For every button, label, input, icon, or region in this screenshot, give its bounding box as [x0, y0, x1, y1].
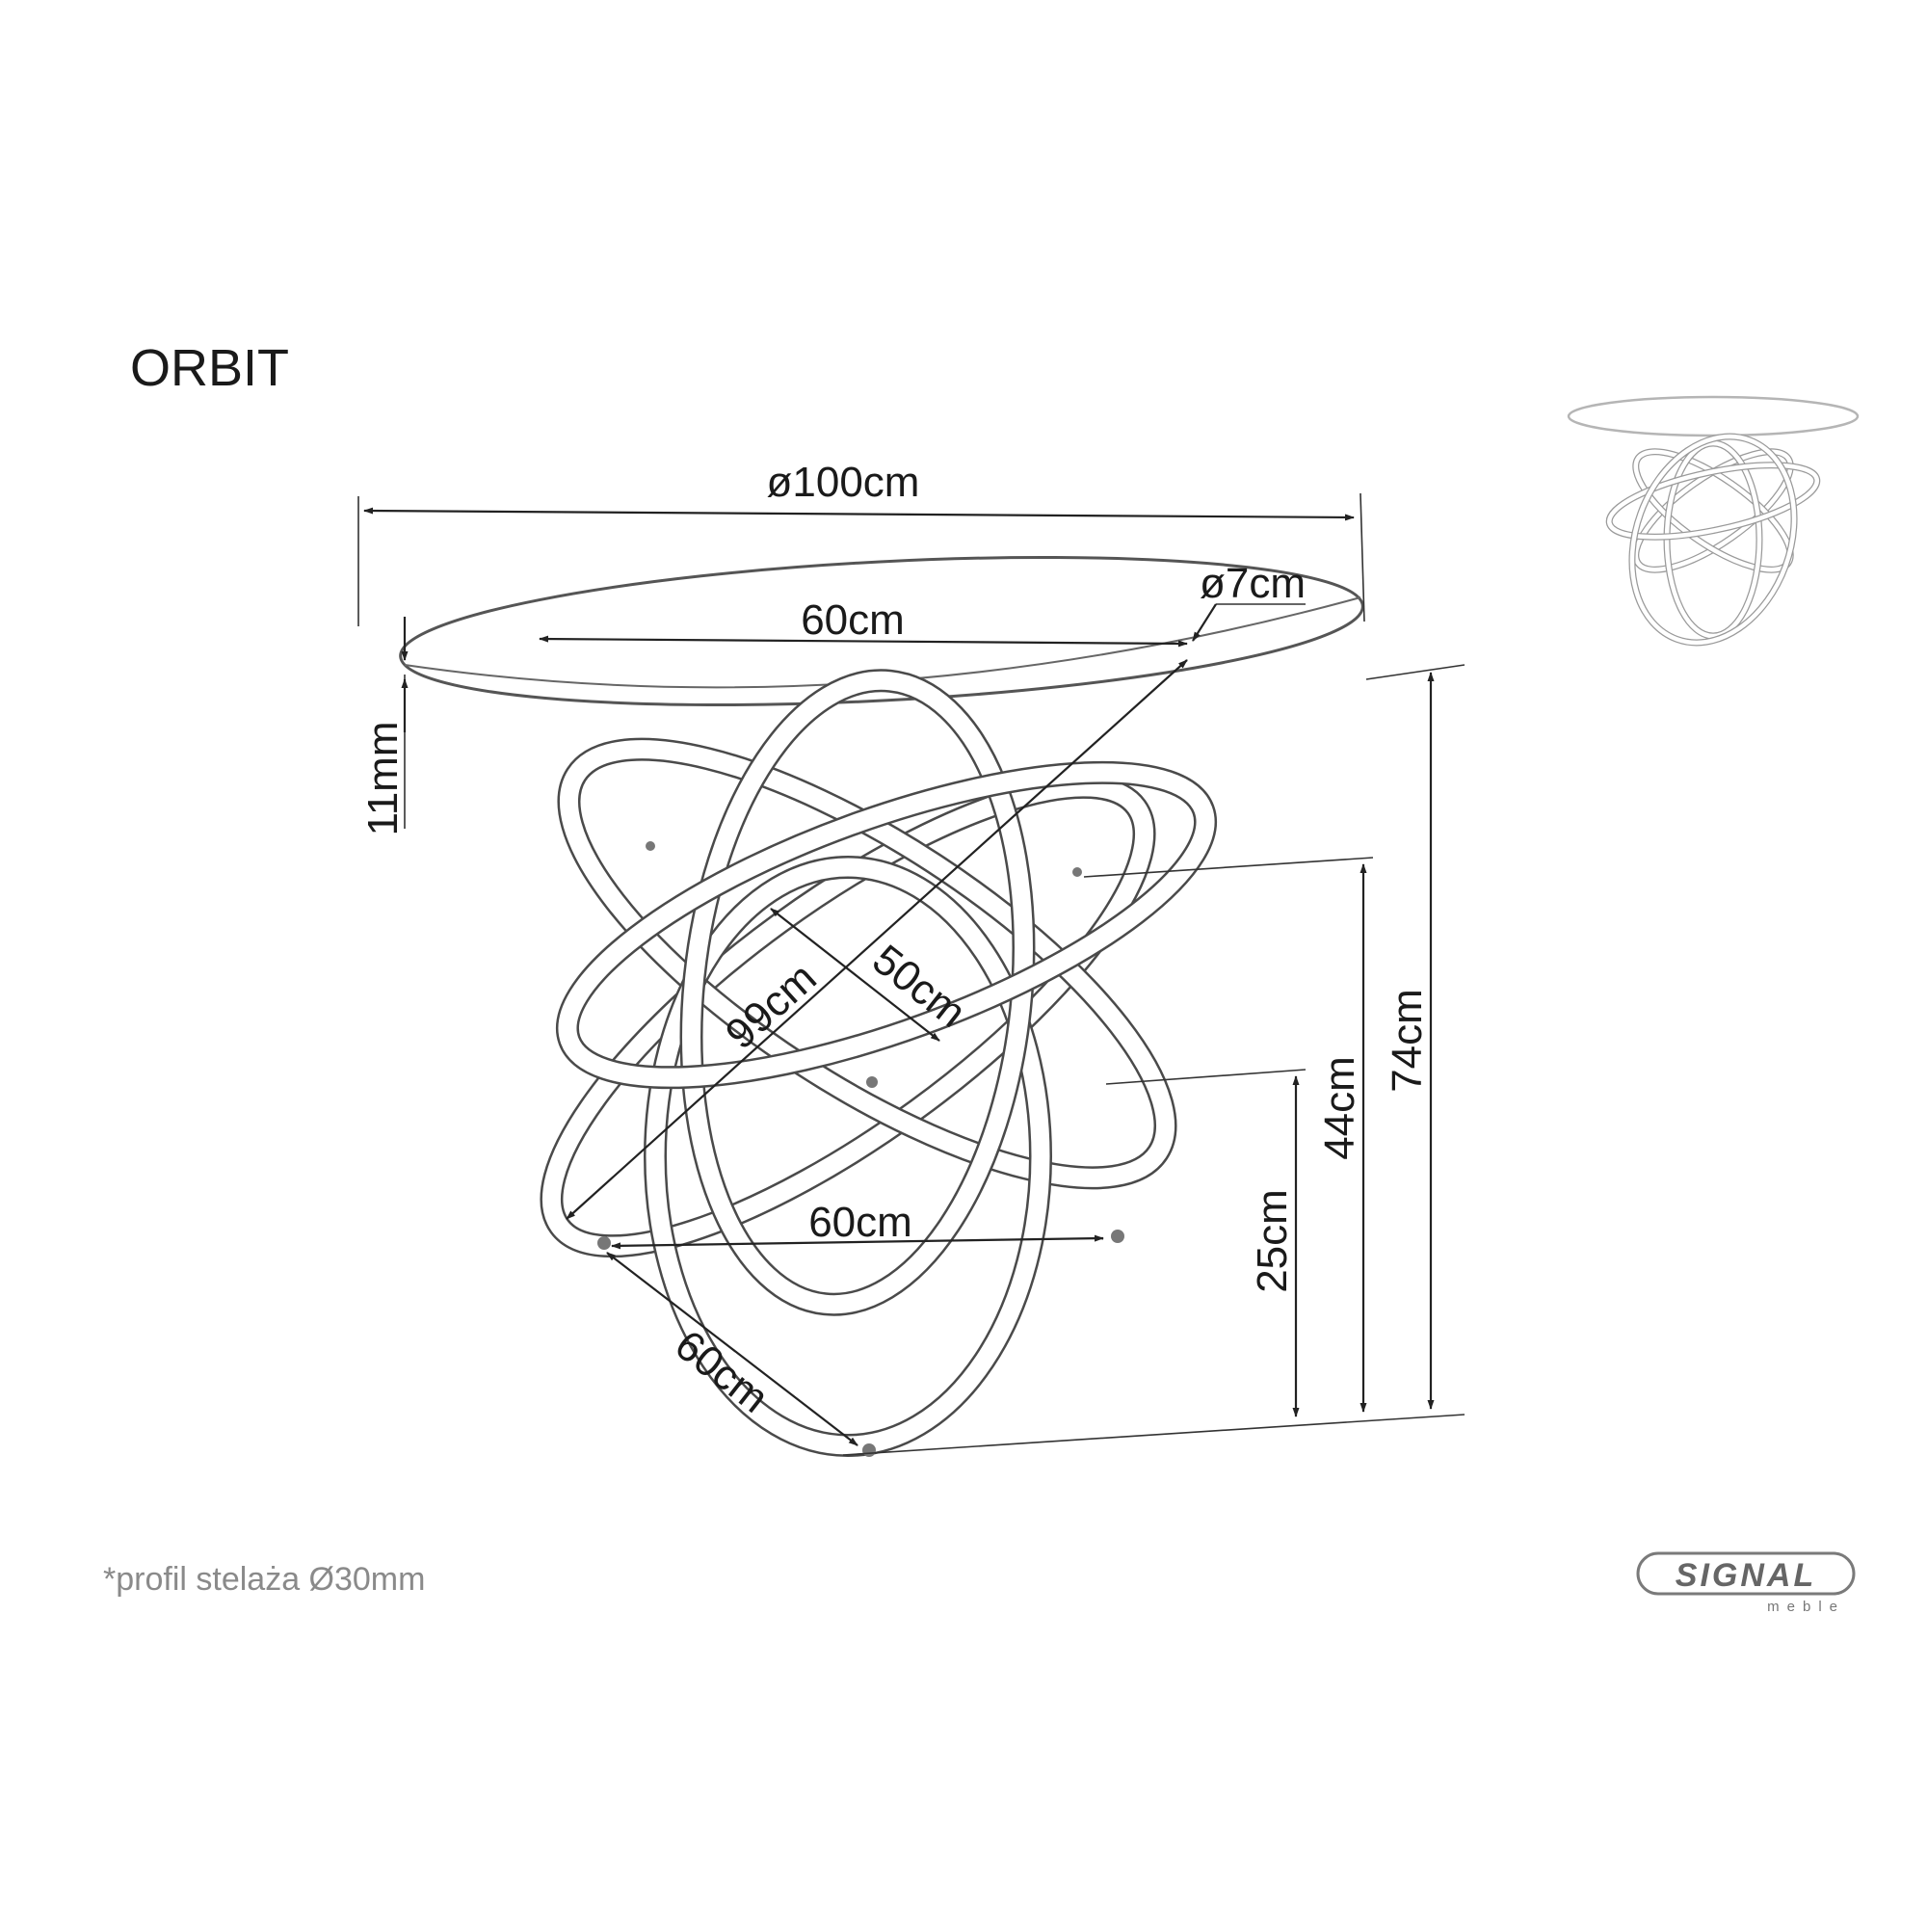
dimension-lines — [357, 492, 1465, 1456]
label-top-ring-width: 60cm — [801, 596, 905, 644]
brand-name: SIGNAL — [1676, 1557, 1816, 1594]
label-height-mid: 44cm — [1316, 1056, 1363, 1160]
signal-logo-icon: SIGNAL meble — [1636, 1551, 1856, 1615]
product-title: ORBIT — [130, 339, 289, 397]
frame-profile-footnote: *profil stelaża Ø30mm — [103, 1561, 425, 1598]
label-height-low: 25cm — [1249, 1189, 1296, 1293]
label-top-diameter: ø100cm — [767, 459, 920, 506]
table-frame — [399, 555, 1364, 1457]
frame-rings — [540, 669, 1218, 1457]
label-height-total: 74cm — [1384, 989, 1431, 1093]
label-base-width: 60cm — [808, 1199, 912, 1246]
label-glass-thickness: 11mm — [359, 722, 407, 836]
brand-sub: meble — [1767, 1599, 1845, 1615]
table-thumbnail-icon — [1567, 395, 1860, 647]
label-hole-diameter: ø7cm — [1200, 560, 1306, 607]
